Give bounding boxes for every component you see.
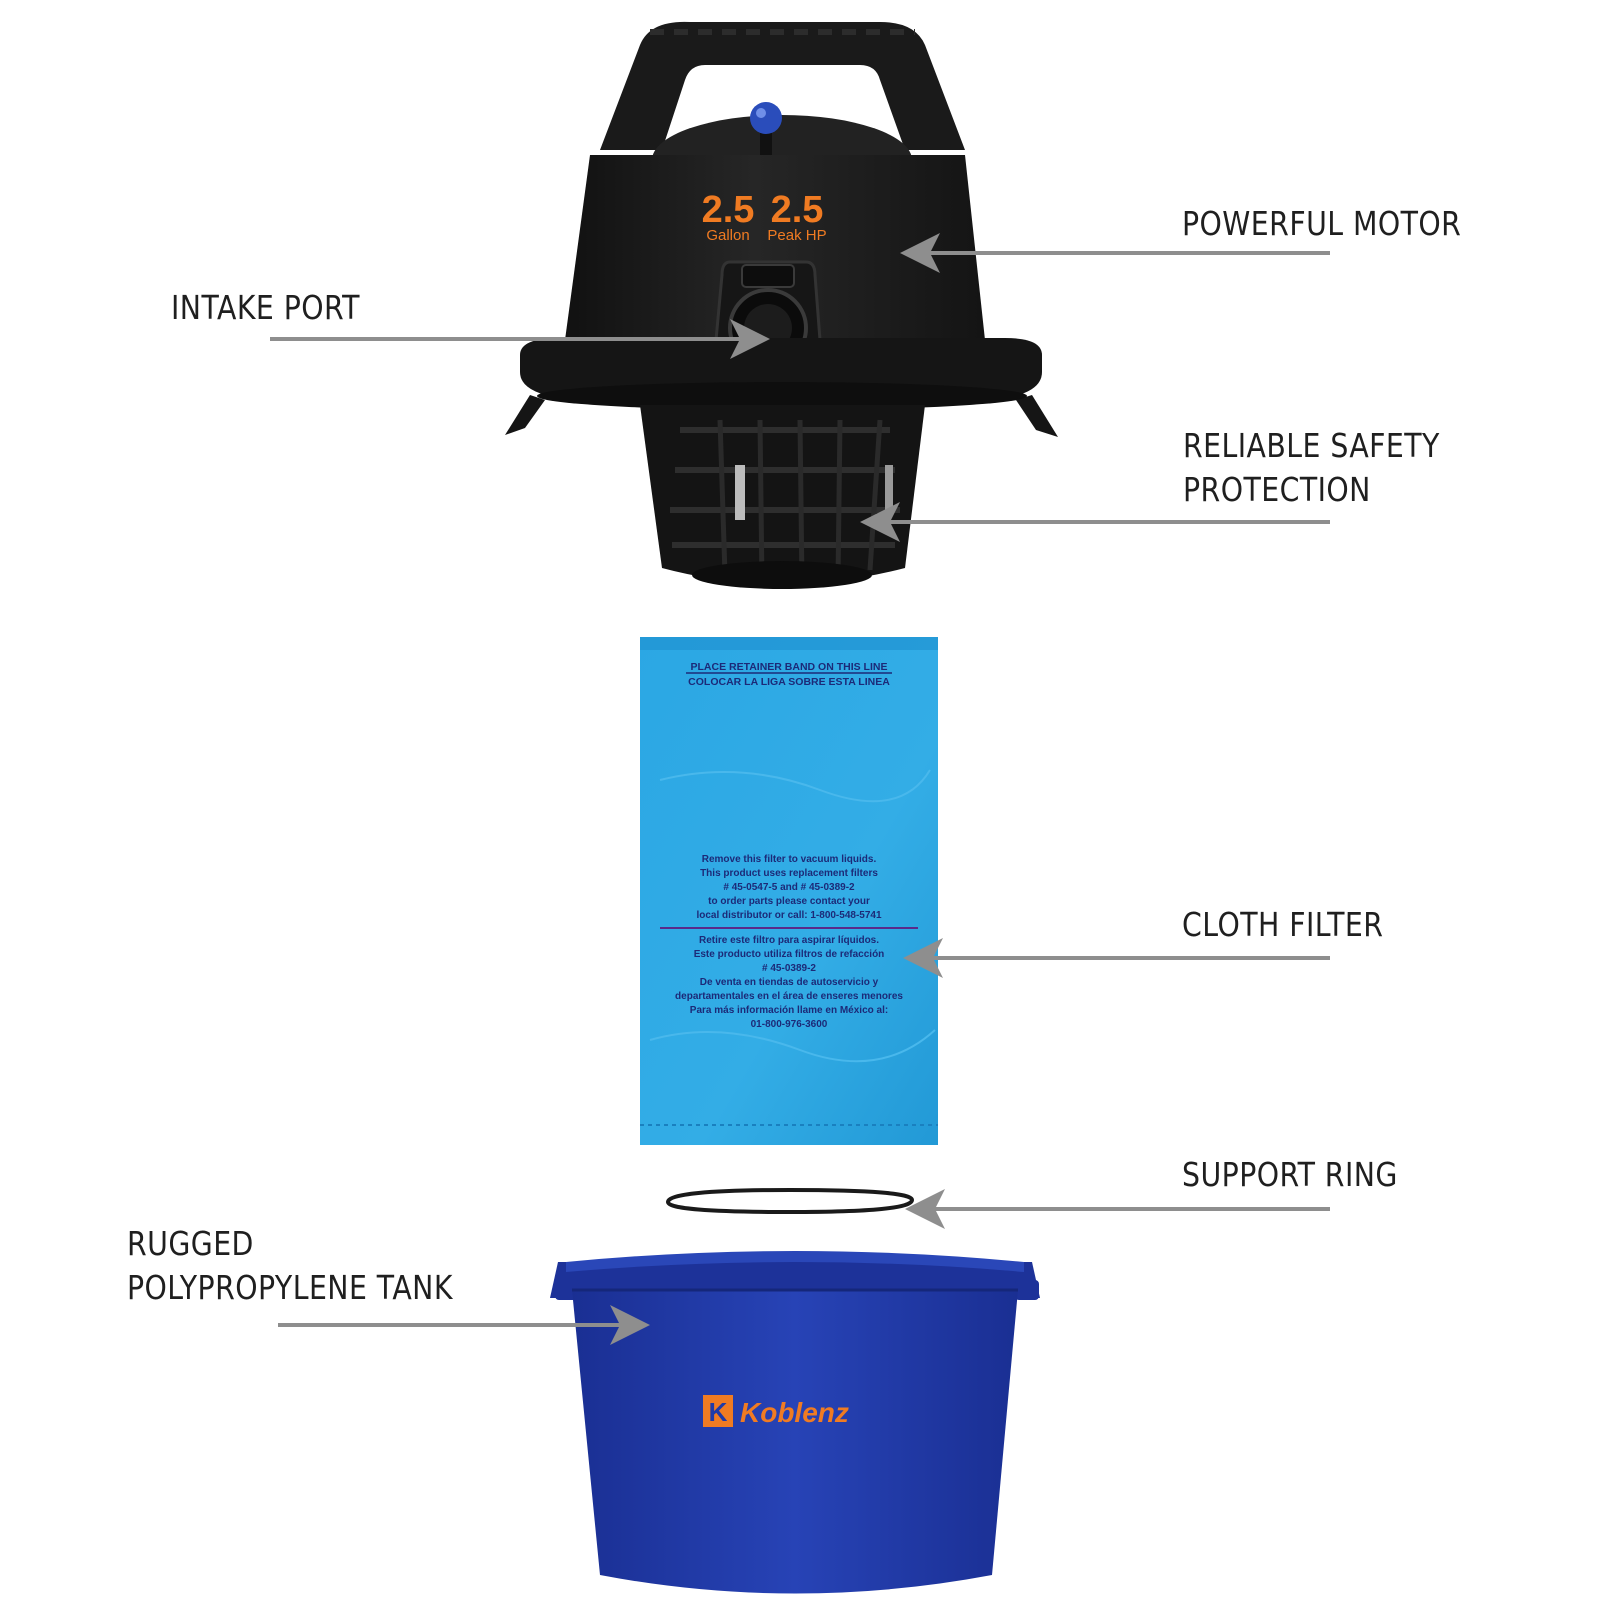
arrow-support-ring: [905, 1189, 1330, 1229]
label-cloth-filter: CLOTH FILTER: [1182, 905, 1384, 944]
svg-text:to order parts please contact: to order parts please contact your: [708, 896, 870, 907]
polypropylene-tank: K Koblenz: [550, 1251, 1040, 1594]
support-ring: [665, 1187, 915, 1215]
svg-text:Remove this filter to vacuum l: Remove this filter to vacuum liquids.: [702, 854, 877, 865]
svg-text:This product uses replacement: This product uses replacement filters: [700, 868, 878, 879]
svg-text:De venta en tiendas de autoser: De venta en tiendas de autoservicio y: [700, 977, 879, 988]
retainer-band-text-en: PLACE RETAINER BAND ON THIS LINE: [691, 661, 888, 673]
motor-head: 2.5 Gallon 2.5 Peak HP: [505, 21, 1058, 589]
arrow-intake-port: [270, 319, 770, 359]
brand-name: Koblenz: [740, 1397, 849, 1428]
svg-text:01-800-976-3600: 01-800-976-3600: [751, 1019, 828, 1030]
power-unit: Peak HP: [767, 227, 826, 244]
label-tank: RUGGED POLYPROPYLENE TANK: [127, 1224, 453, 1307]
koblenz-logo: K Koblenz: [703, 1395, 849, 1428]
head-rim: [520, 338, 1042, 398]
capacity-unit: Gallon: [706, 227, 749, 244]
arrow-safety-protection: [860, 502, 1330, 542]
carry-handle: [600, 21, 965, 150]
arrow-powerful-motor: [900, 233, 1330, 273]
svg-text:K: K: [709, 1397, 728, 1427]
svg-text:departamentales en el área de: departamentales en el área de enseres me…: [675, 991, 903, 1002]
arrow-cloth-filter: [903, 938, 1330, 978]
safety-float-cage: [640, 405, 925, 589]
filter-instructions-es: Retire este filtro para aspirar líquidos…: [675, 935, 903, 1030]
power-value: 2.5: [771, 189, 824, 231]
callout-arrows: [270, 233, 1330, 1345]
retainer-band-text-es: COLOCAR LA LIGA SOBRE ESTA LINEA: [688, 676, 890, 688]
svg-text:local distributor or call: 1-8: local distributor or call: 1-800-548-574…: [696, 910, 882, 921]
svg-text:Para más información llame en: Para más información llame en México al:: [690, 1005, 888, 1016]
filter-instructions-en: Remove this filter to vacuum liquids. Th…: [696, 854, 882, 921]
svg-text:# 45-0547-5 and # 45-0389-2: # 45-0547-5 and # 45-0389-2: [723, 882, 855, 893]
svg-text:Este producto utiliza filtros: Este producto utiliza filtros de refacci…: [694, 949, 885, 960]
motor-housing: [565, 155, 985, 340]
capacity-value: 2.5: [702, 189, 755, 231]
label-intake-port: INTAKE PORT: [171, 288, 360, 327]
label-support-ring: SUPPORT RING: [1182, 1155, 1398, 1194]
label-powerful-motor: POWERFUL MOTOR: [1182, 204, 1462, 243]
arrow-tank: [278, 1305, 650, 1345]
svg-text:# 45-0389-2: # 45-0389-2: [762, 963, 816, 974]
cloth-filter: PLACE RETAINER BAND ON THIS LINE COLOCAR…: [640, 637, 938, 1145]
svg-text:Retire este filtro para aspira: Retire este filtro para aspirar líquidos…: [699, 935, 879, 946]
label-safety-protection: RELIABLE SAFETY PROTECTION: [1183, 426, 1440, 509]
drain-knob-icon: [750, 102, 782, 155]
